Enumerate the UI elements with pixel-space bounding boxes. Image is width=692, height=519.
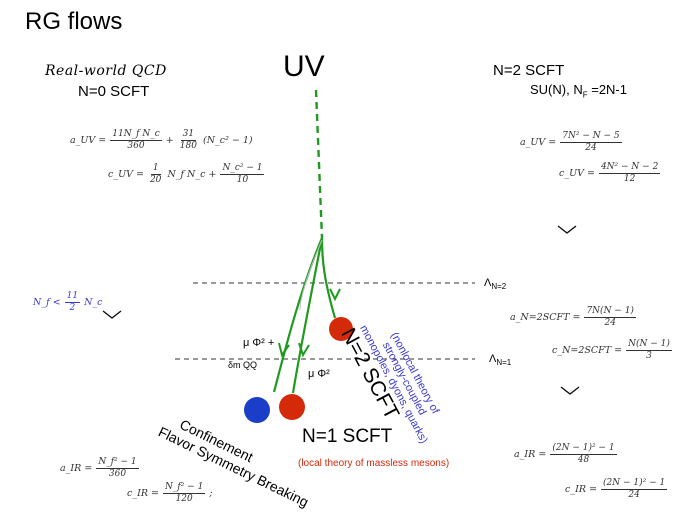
chevron-down-icon bbox=[557, 225, 577, 234]
left-header-scft: N=0 SCFT bbox=[78, 83, 150, 100]
mu-phi-label: μ Φ² bbox=[308, 368, 330, 380]
left-header-qcd: Real-world QCD bbox=[45, 63, 167, 79]
faint-flow bbox=[299, 239, 323, 311]
right-a-n2-formula: a_N=2SCFT = 7N(N − 1)24 bbox=[510, 306, 636, 328]
arrowhead-n1 bbox=[298, 342, 310, 358]
chevron-down-icon bbox=[560, 386, 580, 395]
confinement-point bbox=[244, 397, 270, 423]
flow-to-n1 bbox=[291, 237, 324, 394]
n1-scft-point bbox=[279, 394, 305, 420]
flow-to-confinement bbox=[272, 237, 324, 393]
chevron-down-icon bbox=[102, 310, 122, 319]
delta-m-label: δm QQ bbox=[228, 360, 258, 370]
arrowhead-n2 bbox=[329, 288, 341, 302]
flow-to-n2 bbox=[320, 237, 337, 319]
n1-scft-label: N=1 SCFT bbox=[302, 426, 393, 447]
right-header-scft: N=2 SCFT bbox=[493, 62, 565, 79]
lambda-n2-label: ΛN=2 bbox=[484, 277, 507, 292]
arrowhead-confinement bbox=[278, 342, 290, 358]
mu-phi-deltam-label: μ Φ² + bbox=[243, 337, 275, 349]
n2-scft-point bbox=[329, 317, 353, 341]
page-title: RG flows bbox=[25, 8, 123, 35]
uv-flow-dashed bbox=[314, 89, 324, 239]
n1-scft-subtitle: (local theory of massless mesons) bbox=[298, 458, 450, 469]
lambda-n1-label: ΛN=1 bbox=[489, 353, 512, 368]
right-c-n2-formula: c_N=2SCFT = N(N − 1)3 bbox=[552, 339, 672, 361]
uv-label: UV bbox=[283, 50, 325, 83]
right-header-gauge: SU(N), NF =2N-1 bbox=[530, 82, 627, 100]
